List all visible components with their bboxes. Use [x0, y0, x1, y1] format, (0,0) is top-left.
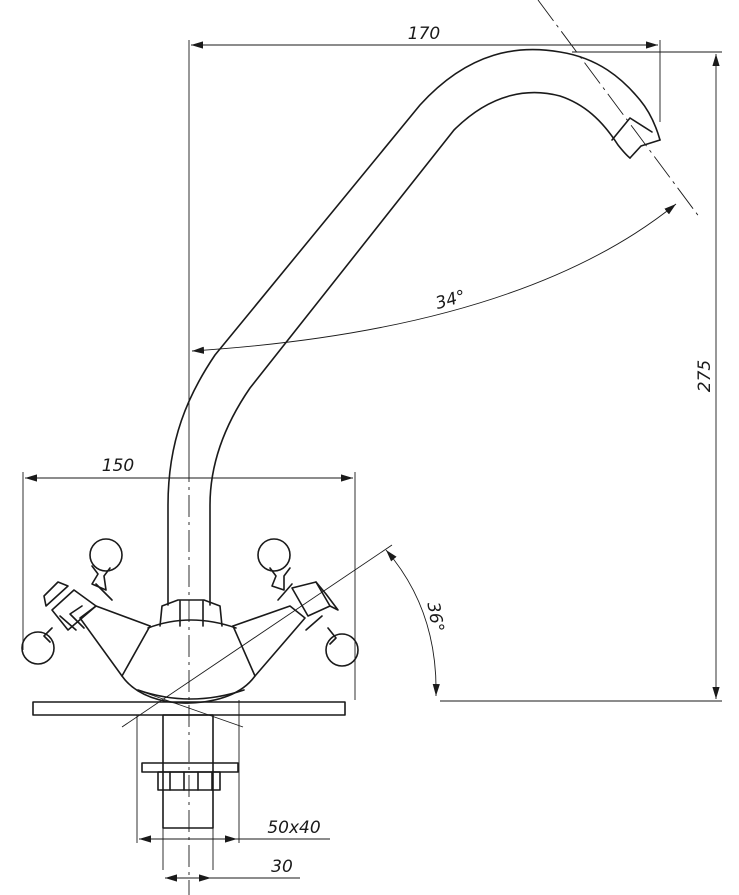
- dimension-handles-span: 150: [25, 456, 353, 482]
- left-handle: [21, 538, 151, 677]
- dimension-height-label: 275: [695, 360, 715, 392]
- dimension-height: 275: [695, 54, 720, 699]
- spout: [167, 48, 661, 606]
- faucet-body: [121, 619, 256, 704]
- dimension-reach-label: 170: [408, 24, 440, 44]
- right-handle: [232, 538, 359, 677]
- dimension-spout-angle-label: 34°: [433, 286, 467, 314]
- dimension-handle-angle: 36°: [385, 549, 447, 697]
- center-lines: [121, 0, 701, 895]
- dimension-shank-label: 30: [271, 857, 293, 877]
- dimension-handle-angle-label: 36°: [422, 601, 447, 634]
- dimension-spout-angle: 34°: [191, 203, 677, 354]
- dimension-handles-span-label: 150: [102, 456, 134, 476]
- dimension-thread: 50x40: [139, 818, 330, 843]
- spout-nut: [159, 599, 223, 627]
- dimension-thread-label: 50x40: [267, 818, 320, 838]
- dimension-shank: 30: [165, 857, 300, 882]
- extension-lines: [22, 40, 722, 870]
- mounting-shank: [141, 714, 239, 829]
- dimension-reach: 170: [191, 24, 658, 49]
